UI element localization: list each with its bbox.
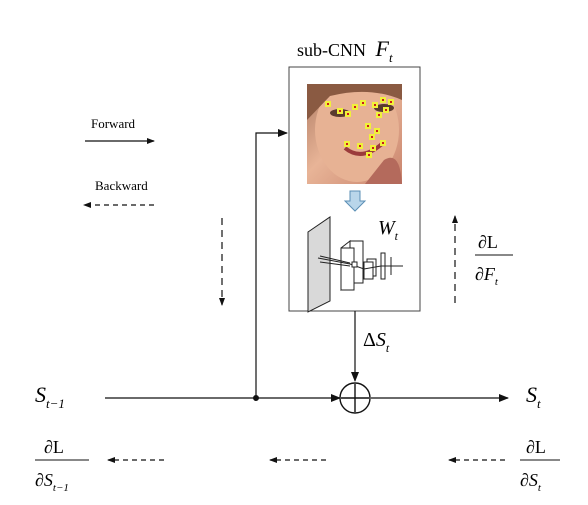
svg-text:∂Ft: ∂Ft [475, 264, 499, 288]
delta-label: ΔSt [363, 329, 390, 355]
grad-s-prev-fraction: ∂L ∂St−1 [35, 437, 89, 494]
svg-text:∂L: ∂L [526, 437, 546, 457]
forward-label: Forward [91, 116, 136, 131]
grad-f-fraction: ∂L ∂Ft [475, 232, 513, 288]
svg-text:∂L: ∂L [44, 437, 64, 457]
svg-text:∂St−1: ∂St−1 [35, 470, 69, 494]
subcnn-title: sub-CNN Ft [297, 36, 393, 65]
svg-text:∂L: ∂L [478, 232, 498, 252]
svg-text:∂St: ∂St [520, 470, 542, 494]
grad-s-fraction: ∂L ∂St [520, 437, 560, 494]
face-image [307, 84, 402, 184]
branch-to-subcnn-arrow [255, 129, 288, 398]
cnn-layers-icon [307, 216, 403, 313]
weights-label: Wt [378, 217, 399, 243]
backward-label: Backward [95, 178, 148, 193]
input-state-label: St−1 [35, 382, 65, 411]
output-state-label: St [526, 382, 541, 411]
down-arrow-icon [343, 190, 367, 212]
facial-landmarks [325, 97, 394, 158]
sum-node-icon [339, 382, 371, 414]
